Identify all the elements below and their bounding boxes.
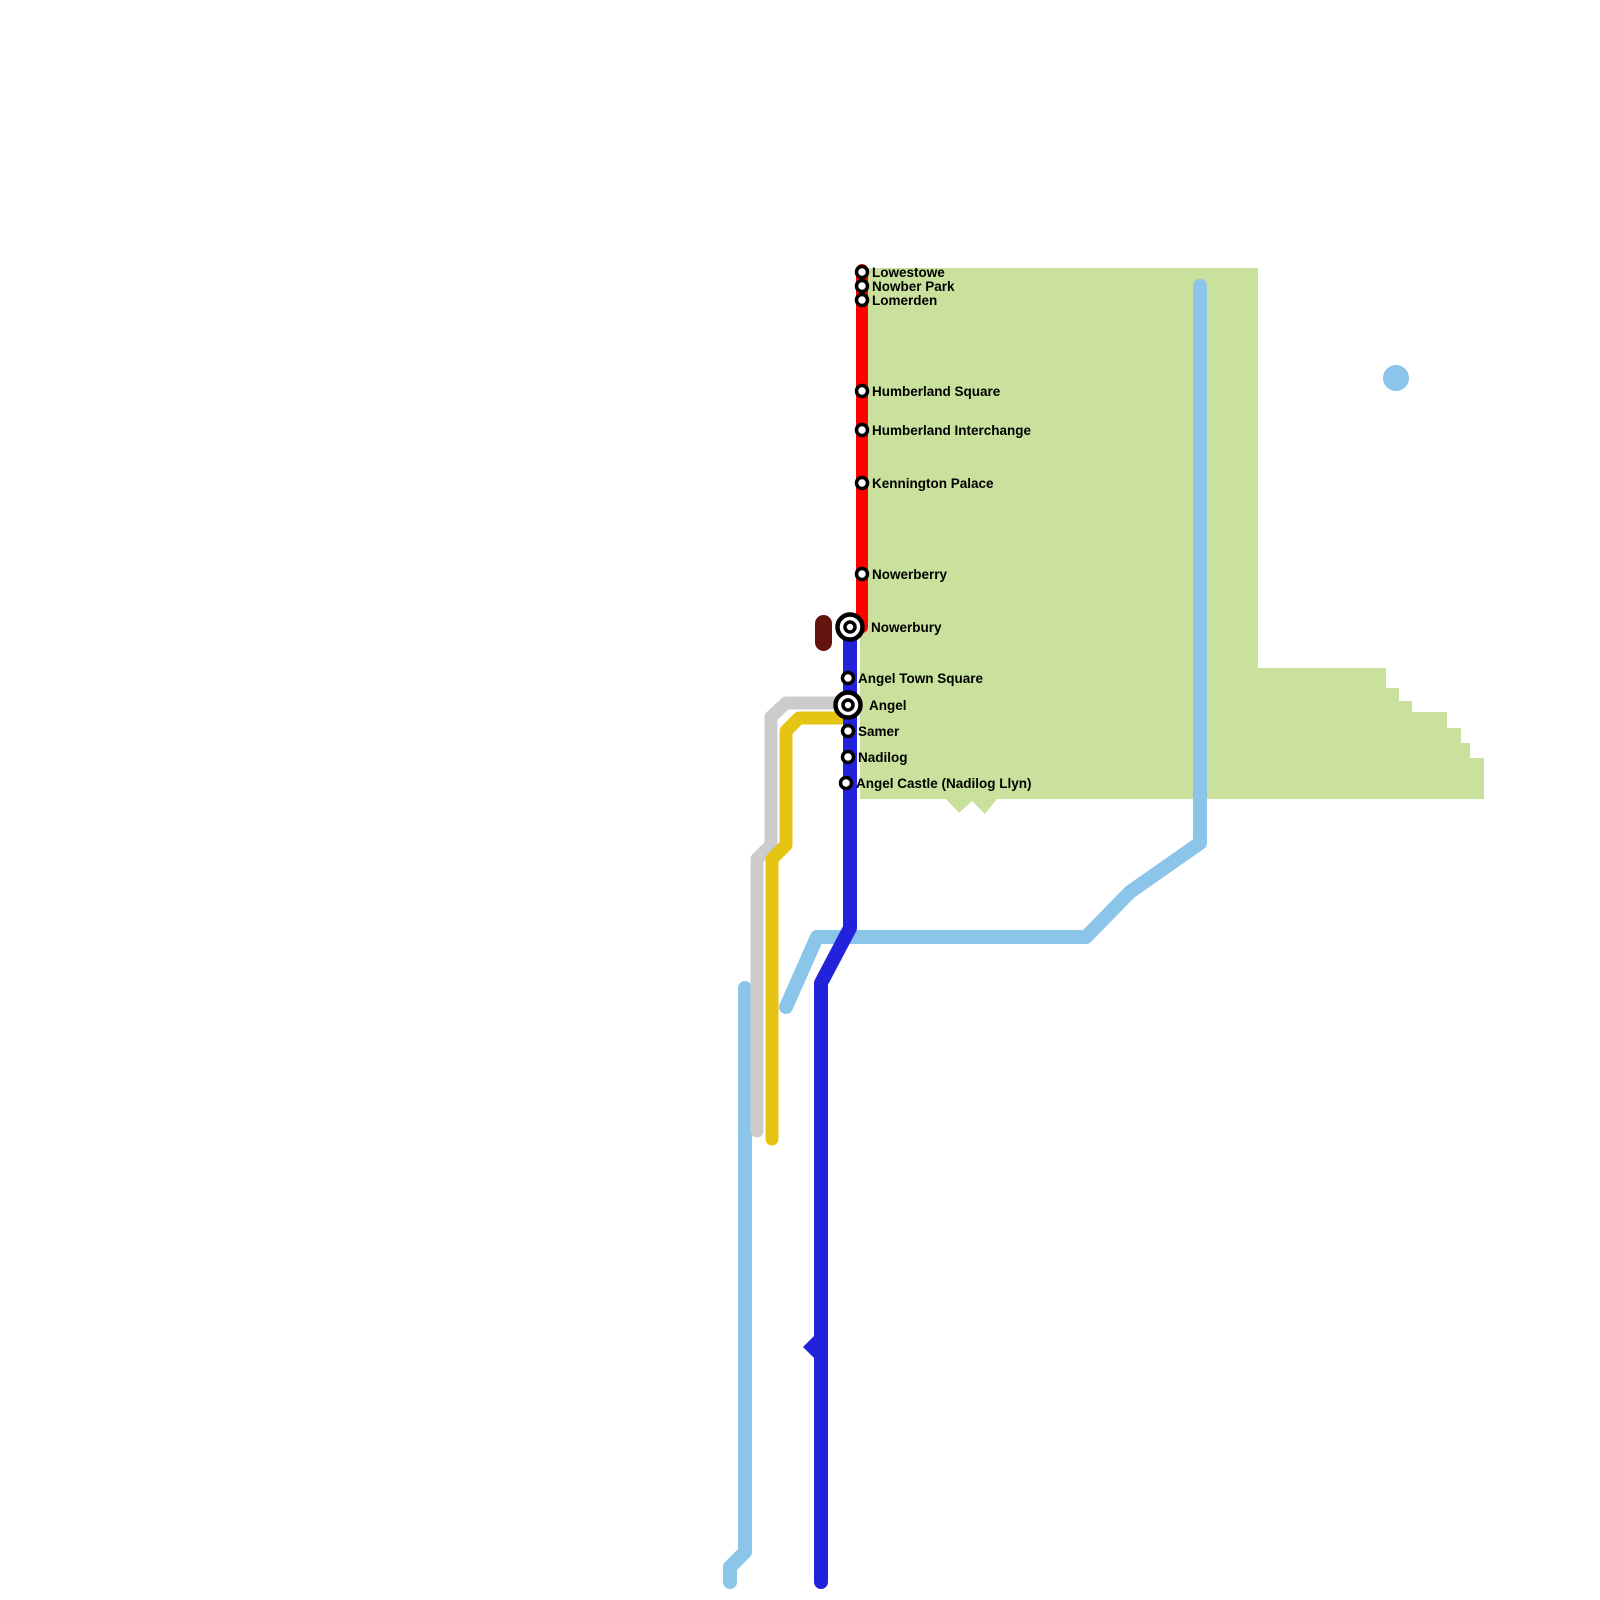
station-label: Humberland Square — [872, 384, 1001, 399]
station-angel-castle-nadilog-llyn: Angel Castle (Nadilog Llyn) — [838, 775, 1032, 791]
station-marker — [854, 278, 870, 294]
station-label: Nowber Park — [872, 279, 955, 294]
station-nowber-park: Nowber Park — [854, 278, 955, 294]
station-marker — [854, 292, 870, 308]
station-marker — [838, 775, 854, 791]
interchange-marker-inner — [843, 620, 857, 634]
station-marker — [854, 383, 870, 399]
station-label: Lomerden — [872, 293, 937, 308]
station-nowerbury: Nowerbury — [835, 612, 942, 642]
park-region — [860, 268, 1484, 814]
gray-line — [750, 696, 853, 1138]
station-marker — [854, 422, 870, 438]
station-label: Nadilog — [858, 750, 908, 765]
blue-line-notch — [803, 1329, 821, 1365]
interchange-marker-inner — [841, 698, 855, 712]
yellow-line — [765, 711, 853, 1146]
station-label: Kennington Palace — [872, 476, 994, 491]
lake-dot — [1383, 365, 1409, 391]
station-label: Lowestowe — [872, 265, 945, 280]
station-label: Nowerberry — [872, 567, 948, 582]
station-marker — [854, 475, 870, 491]
station-humberland-square: Humberland Square — [854, 383, 1001, 399]
station-marker — [840, 723, 856, 739]
station-marker — [854, 264, 870, 280]
light-blue-line-south — [723, 981, 752, 1589]
station-lowestowe: Lowestowe — [854, 264, 945, 280]
station-label: Angel Town Square — [858, 671, 983, 686]
light-blue-line-north — [779, 279, 1207, 1014]
station-label: Humberland Interchange — [872, 423, 1032, 438]
station-nowerberry: Nowerberry — [854, 566, 948, 582]
station-label: Samer — [858, 724, 900, 739]
station-label: Nowerbury — [871, 620, 942, 635]
station-marker — [840, 670, 856, 686]
station-marker — [840, 749, 856, 765]
maroon-line-stub — [815, 615, 832, 651]
station-label: Angel — [869, 698, 907, 713]
station-humberland-interchange: Humberland Interchange — [854, 422, 1032, 438]
station-marker — [854, 566, 870, 582]
dark-blue-line — [814, 620, 857, 1589]
station-samer: Samer — [840, 723, 900, 739]
station-lomerden: Lomerden — [854, 292, 937, 308]
station-label: Angel Castle (Nadilog Llyn) — [856, 776, 1032, 791]
station-kennington-palace: Kennington Palace — [854, 475, 994, 491]
station-angel: Angel — [833, 690, 907, 720]
station-nadilog: Nadilog — [840, 749, 908, 765]
station-angel-town-square: Angel Town Square — [840, 670, 983, 686]
